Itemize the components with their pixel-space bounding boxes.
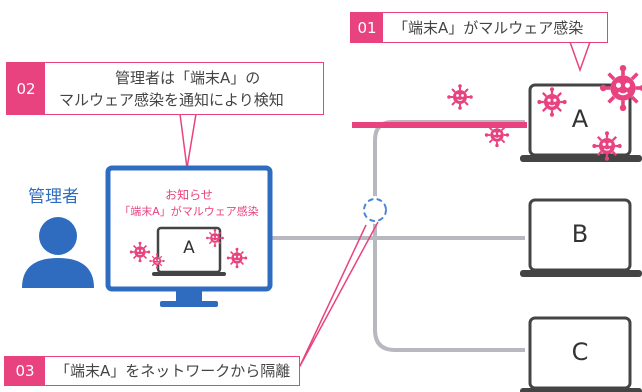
step2-text-line1: 管理者は「端末A」の	[115, 69, 261, 87]
network-lines	[270, 120, 525, 352]
line-to-terminal-c	[373, 205, 525, 352]
terminal-b	[520, 198, 642, 277]
step3-text: 「端末A」をネットワークから隔離	[55, 362, 291, 380]
step1-text: 「端末A」がマルウェア感染	[393, 19, 584, 37]
step2-callout: 02 管理者は「端末A」の マルウェア感染を通知により検知	[6, 62, 324, 115]
notice-text: 「端末A」がマルウェア感染	[119, 205, 259, 218]
infected-line-highlight	[352, 122, 527, 128]
step2-pointer	[179, 113, 197, 169]
admin-label: 管理者	[28, 187, 79, 207]
step1-pointer	[569, 41, 591, 73]
notice-title: お知らせ	[165, 188, 213, 202]
step2-number: 02	[7, 63, 45, 114]
step3-number: 03	[5, 357, 45, 385]
terminal-c	[520, 316, 642, 392]
switch-icon	[361, 196, 389, 224]
terminal-c-label: C	[571, 338, 589, 366]
step3-callout: 03 「端末A」をネットワークから隔離	[4, 356, 300, 386]
terminal-b-label: B	[571, 220, 589, 248]
step2-text-line2: マルウェア感染を通知により検知	[59, 91, 284, 109]
terminal-a-label: A	[571, 105, 589, 133]
person-icon	[22, 217, 94, 288]
monitor-terminal-label: A	[183, 238, 195, 258]
step1-callout: 01 「端末A」がマルウェア感染	[350, 12, 608, 43]
step1-number: 01	[351, 13, 383, 42]
